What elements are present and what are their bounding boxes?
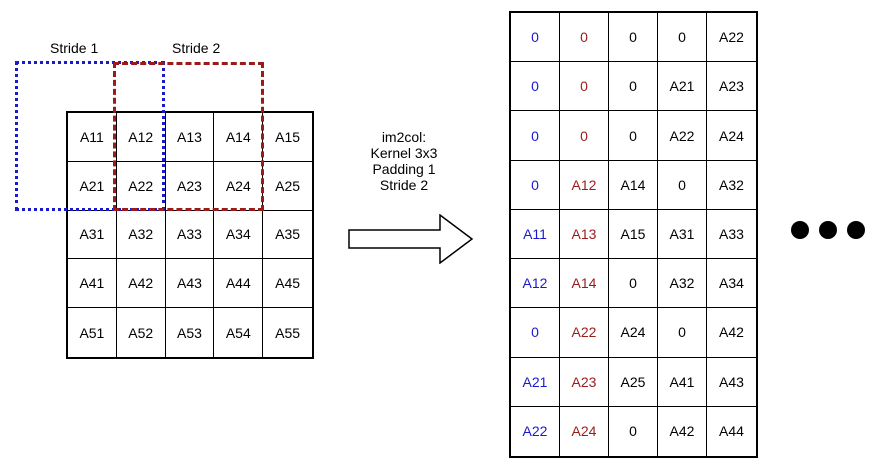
input-matrix-cell: A45: [263, 259, 312, 309]
output-matrix-cell: A22: [511, 406, 560, 456]
input-matrix-cell: A32: [116, 210, 166, 260]
right-arrow-icon: [348, 214, 474, 264]
input-matrix-cell: A34: [214, 210, 264, 260]
output-matrix-cell: A13: [560, 209, 609, 260]
output-matrix-cell: 0: [560, 13, 609, 63]
output-matrix-cell: 0: [560, 111, 609, 161]
output-matrix-cell: A33: [707, 210, 756, 260]
input-matrix-cell: A33: [165, 210, 215, 260]
output-matrix-cell: A42: [707, 308, 756, 358]
input-matrix-cell: A41: [68, 259, 117, 309]
output-matrix-cell: A24: [609, 308, 658, 358]
output-matrix-cell: A22: [658, 111, 707, 161]
output-matrix-cell: 0: [609, 111, 658, 161]
input-matrix-cell: A44: [214, 259, 264, 309]
input-matrix-cell: A11: [68, 113, 117, 162]
output-matrix-cell: 0: [609, 62, 658, 112]
output-matrix-cell: A15: [609, 209, 658, 260]
output-matrix-cell: A41: [658, 357, 707, 407]
input-matrix-cell: A22: [116, 161, 166, 211]
input-matrix-cell: A43: [165, 259, 215, 309]
output-matrix-cell: A12: [560, 160, 609, 210]
caption-kernel: Kernel 3x3: [370, 145, 438, 161]
output-matrix-cell: 0: [609, 13, 658, 63]
input-matrix-cell: A53: [166, 308, 215, 357]
output-matrix-cell: A14: [560, 259, 609, 309]
output-matrix-cell: 0: [560, 62, 609, 112]
input-matrix-cell: A55: [275, 324, 301, 341]
output-matrix-cell: A14: [609, 160, 658, 210]
input-matrix-cell: A52: [117, 308, 166, 357]
output-matrix-cell: 0: [511, 160, 560, 210]
input-matrix-cell: A12: [116, 113, 166, 162]
output-matrix-cell: 0: [658, 13, 707, 63]
output-matrix-cell: A42: [658, 406, 707, 456]
output-matrix-cell: A21: [658, 62, 707, 112]
caption-padding: Padding 1: [372, 161, 436, 177]
ellipsis-icon: [791, 221, 865, 239]
output-matrix-cell: A23: [707, 62, 756, 112]
stride-1-label: Stride 1: [50, 40, 99, 56]
input-matrix-cell: A51: [68, 308, 117, 357]
output-matrix-cell: A32: [658, 259, 707, 309]
input-matrix-cell: A23: [165, 161, 215, 211]
output-matrix-cell: 0: [609, 406, 658, 456]
output-matrix-cell: A44: [719, 423, 744, 440]
input-matrix-cell: A35: [263, 211, 312, 260]
output-matrix-cell: A22: [707, 13, 756, 63]
output-matrix-cell: A12: [511, 259, 560, 309]
input-matrix-cell: A25: [263, 162, 312, 211]
input-matrix-cell: A15: [263, 113, 312, 162]
output-matrix-cell: 0: [511, 308, 560, 358]
input-matrix-cell: A54: [214, 308, 264, 357]
im2col-caption: im2col: Kernel 3x3 Padding 1 Stride 2: [352, 129, 456, 193]
output-matrix-cell: A21: [511, 357, 560, 407]
input-matrix-cell: A31: [68, 210, 117, 260]
output-matrix-cell: 0: [511, 111, 560, 161]
caption-title: im2col:: [381, 129, 427, 145]
output-matrix-cell: A24: [560, 406, 609, 456]
output-matrix-cell: A23: [560, 357, 609, 407]
input-matrix-cell: A24: [214, 161, 264, 211]
output-matrix-cell: A25: [609, 357, 658, 407]
input-matrix-cell: A13: [165, 113, 215, 162]
output-matrix-cell: 0: [511, 13, 560, 63]
output-matrix-cell: 0: [658, 308, 707, 358]
output-matrix-cell: A11: [511, 209, 560, 260]
output-matrix-cell: A22: [560, 308, 609, 358]
output-matrix-cell: A32: [707, 161, 756, 210]
input-matrix-cell: A21: [68, 161, 117, 211]
output-matrix-cell: A24: [707, 111, 756, 161]
output-matrix-cell: 0: [511, 62, 560, 112]
output-matrix-cell: A34: [707, 259, 756, 309]
caption-stride: Stride 2: [379, 177, 429, 193]
output-matrix-cell: 0: [658, 160, 707, 210]
stride-2-label: Stride 2: [172, 40, 221, 56]
input-matrix-cell: A42: [116, 259, 166, 309]
input-matrix-cell: A14: [214, 113, 264, 162]
output-matrix-cell: A43: [707, 358, 756, 407]
output-matrix-cell: A31: [658, 209, 707, 260]
output-matrix-cell: 0: [609, 259, 658, 309]
